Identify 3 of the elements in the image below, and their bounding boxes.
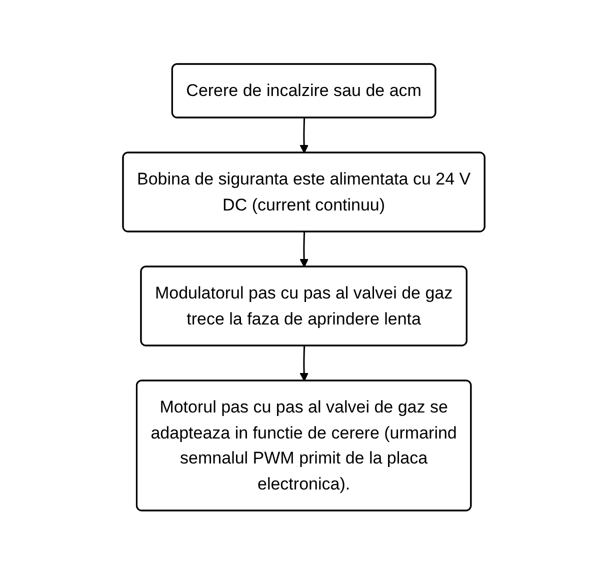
- arrow: [299, 118, 308, 154]
- arrow: [299, 346, 308, 382]
- arrow: [299, 232, 308, 268]
